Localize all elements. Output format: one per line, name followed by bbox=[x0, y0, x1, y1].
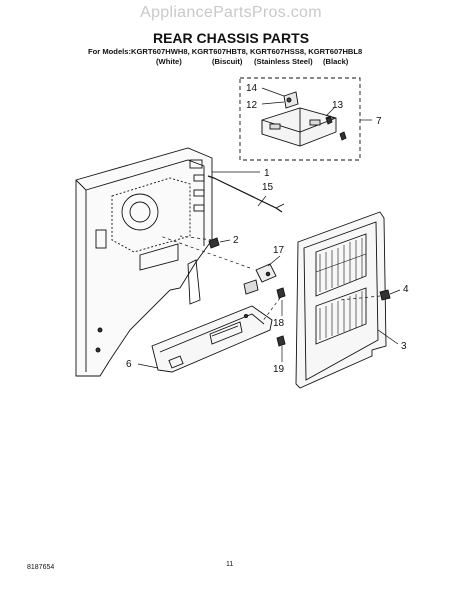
watermark-text: AppliancePartsPros.com bbox=[140, 4, 322, 21]
callout-2: 2 bbox=[233, 235, 239, 246]
callout-1: 1 bbox=[264, 168, 270, 179]
callout-12: 12 bbox=[246, 100, 258, 111]
bracket-assembly bbox=[261, 91, 337, 147]
callout-17: 17 bbox=[273, 245, 285, 256]
model-colors-row: (White) (Biscuit) (Stainless Steel) (Bla… bbox=[0, 57, 462, 67]
doc-number: 8187654 bbox=[27, 564, 55, 571]
callout-19: 19 bbox=[273, 364, 285, 375]
callout-7: 7 bbox=[376, 116, 382, 127]
callout-14: 14 bbox=[246, 83, 258, 94]
chassis-panel bbox=[75, 147, 213, 377]
lower-access-plate bbox=[151, 305, 273, 373]
rear-cover-panel bbox=[295, 211, 387, 389]
callout-3: 3 bbox=[401, 341, 407, 352]
callout-6: 6 bbox=[126, 359, 132, 370]
color-biscuit: (Biscuit) bbox=[212, 57, 243, 66]
callout-4: 4 bbox=[403, 284, 409, 295]
callout-13: 13 bbox=[332, 100, 344, 111]
page-number: 11 bbox=[226, 561, 234, 568]
color-stainless-steel: (Stainless Steel) bbox=[254, 57, 313, 66]
inset-box bbox=[239, 77, 361, 161]
callout-18: 18 bbox=[273, 318, 285, 329]
models-line: For Models:KGRT607HWH8, KGRT607HBT8, KGR… bbox=[88, 47, 363, 56]
color-black: (Black) bbox=[323, 57, 349, 66]
callout-15: 15 bbox=[262, 182, 274, 193]
color-white: (White) bbox=[156, 57, 182, 66]
page-title: REAR CHASSIS PARTS bbox=[152, 30, 310, 46]
